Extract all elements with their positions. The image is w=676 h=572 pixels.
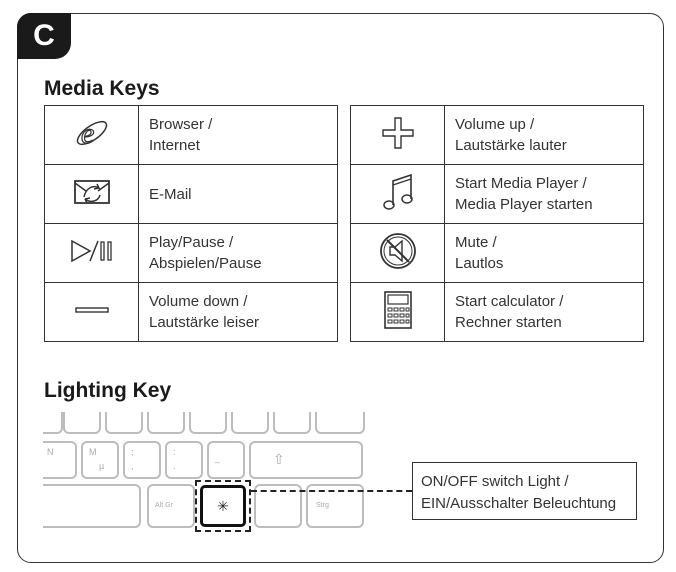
table-row: Mute / Lautlos	[350, 223, 644, 283]
email-icon	[73, 179, 110, 204]
key-label-line2: Media Player starten	[455, 196, 593, 213]
keyboard-key: #	[273, 412, 311, 434]
key-label: Alt Gr	[155, 502, 173, 509]
section-frame	[17, 13, 664, 563]
label-cell: E-Mail	[138, 164, 338, 224]
altgr-key: Alt Gr	[147, 484, 195, 528]
key-label-line1: Browser /	[149, 116, 213, 133]
section-letter: C	[33, 19, 55, 52]
key-label-line2: Rechner starten	[455, 314, 562, 331]
key-label: .	[173, 461, 176, 471]
key-label: ;	[131, 447, 134, 457]
key-label-line1: Start Media Player /	[455, 175, 587, 192]
label-cell: Volume down / Lautstärke leiser	[138, 282, 338, 342]
icon-cell	[350, 105, 445, 165]
key-label: Strg	[316, 502, 329, 509]
table-row: Volume down / Lautstärke leiser	[44, 282, 338, 342]
light-key: ✳	[200, 485, 246, 527]
callout-box: ON/OFF switch Light / EIN/Ausschalter Be…	[412, 462, 637, 520]
label-cell: Start Media Player / Media Player starte…	[444, 164, 644, 224]
label-cell: Mute / Lautlos	[444, 223, 644, 283]
keyboard-key	[231, 412, 269, 434]
mute-icon	[379, 232, 416, 269]
key-label: #	[281, 412, 286, 414]
icon-cell	[350, 282, 445, 342]
label-cell: Volume up / Lautstärke lauter	[444, 105, 644, 165]
callout-line1: ON/OFF switch Light /	[421, 473, 569, 490]
table-row: Volume up / Lautstärke lauter	[350, 105, 644, 165]
key-label-line1: E-Mail	[149, 185, 192, 203]
light-icon: ✳	[217, 497, 229, 514]
table-row: Start calculator / Rechner starten	[350, 282, 644, 342]
keyboard-key: : .	[165, 441, 203, 479]
keyboard-key	[105, 412, 143, 434]
music-note-icon	[382, 173, 413, 210]
callout-leader-line	[251, 490, 412, 492]
keyboard-key	[189, 412, 227, 434]
keyboard-key	[43, 412, 63, 434]
keyboard-key: M µ	[81, 441, 119, 479]
key-label: ,	[131, 461, 134, 471]
keyboard-key: N	[43, 441, 77, 479]
label-cell: Play/Pause / Abspielen/Pause	[138, 223, 338, 283]
table-row: Play/Pause / Abspielen/Pause	[44, 223, 338, 283]
key-label: :	[173, 447, 176, 457]
table-row: E-Mail	[44, 164, 338, 224]
key-label-line1: Mute /	[455, 234, 497, 251]
key-label-line2: Abspielen/Pause	[149, 255, 262, 272]
shift-key: ⇧	[249, 441, 363, 479]
keyboard-key: ; ,	[123, 441, 161, 479]
table-row: e Browser / Internet	[44, 105, 338, 165]
key-label: N	[47, 447, 54, 457]
key-label-line2: Lautstärke leiser	[149, 314, 260, 331]
key-label-line2: Lautlos	[455, 255, 504, 272]
icon-cell	[350, 164, 445, 224]
shift-icon: ⇧	[273, 451, 285, 467]
keyboard-key	[43, 484, 141, 528]
section-letter-tab: C	[17, 13, 71, 59]
lighting-key-title: Lighting Key	[44, 379, 172, 402]
internet-explorer-icon: e	[76, 116, 107, 150]
icon-cell	[44, 164, 139, 224]
icon-cell	[44, 282, 139, 342]
key-label: µ	[99, 461, 105, 471]
key-label-line1: Volume up /	[455, 116, 535, 133]
key-label-line1: Play/Pause /	[149, 234, 234, 251]
keyboard-key	[147, 412, 185, 434]
keyboard-key: –	[207, 441, 245, 479]
calculator-icon	[383, 290, 412, 329]
keyboard-key	[315, 412, 365, 434]
icon-cell	[350, 223, 445, 283]
label-cell: Start calculator / Rechner starten	[444, 282, 644, 342]
callout-line2: EIN/Ausschalter Beleuchtung	[421, 495, 617, 512]
icon-cell: e	[44, 105, 139, 165]
key-label-line1: Start calculator /	[455, 293, 564, 310]
media-keys-title: Media Keys	[44, 77, 160, 100]
media-keys-table-left: e Browser / Internet E-Mail	[44, 105, 338, 342]
key-label: –	[215, 457, 221, 467]
key-label: M	[89, 447, 97, 457]
light-key-highlight	[195, 480, 251, 532]
key-label-line2: Lautstärke lauter	[455, 137, 567, 154]
label-cell: Browser / Internet	[138, 105, 338, 165]
key-label-line1: Volume down /	[149, 293, 248, 310]
volume-down-icon	[74, 306, 109, 313]
icon-cell	[44, 223, 139, 283]
key-label-line2: Internet	[149, 137, 200, 154]
svg-text:e: e	[81, 117, 94, 150]
keyboard-key: _	[63, 412, 101, 434]
play-pause-icon	[70, 239, 112, 262]
table-row: Start Media Player / Media Player starte…	[350, 164, 644, 224]
media-keys-table-right: Volume up / Lautstärke lauter Start Medi…	[350, 105, 644, 342]
volume-up-icon	[381, 116, 414, 149]
